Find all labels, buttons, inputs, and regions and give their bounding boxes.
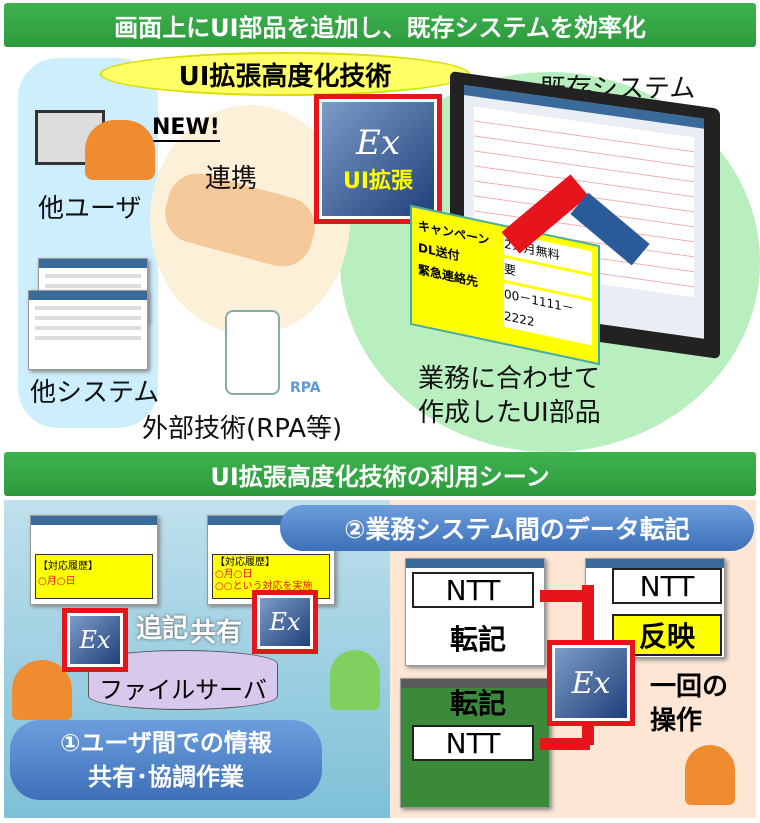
rpa-label: RPA xyxy=(290,380,321,396)
user-icon xyxy=(85,120,155,180)
tech-name: UI拡張高度化技術 xyxy=(178,61,392,92)
red-arrow-icon xyxy=(540,738,590,750)
ex-logo-transfer: Ex xyxy=(547,640,635,726)
scene2-title: ②業務システム間のデータ転記 xyxy=(280,505,754,551)
transfer-label: 転記 xyxy=(450,687,507,720)
ui-parts-caption-line: 作成したUI部品 xyxy=(418,398,601,428)
tech-name-ellipse: UI拡張高度化技術 xyxy=(100,52,470,96)
ex-logo-append: Ex xyxy=(62,608,128,672)
top-banner: 画面上にUI部品を追加し、既存システムを効率化 xyxy=(4,3,756,47)
scene-banner-text: UI拡張高度化技術の利用シーン xyxy=(210,462,550,491)
scene1-title-line: ①ユーザ間での情報 xyxy=(60,729,272,757)
red-arrow-icon xyxy=(540,590,585,602)
scene-banner: UI拡張高度化技術の利用シーン xyxy=(4,452,756,496)
ex-logo-text: Ex xyxy=(79,626,111,654)
top-banner-text: 画面上にUI部品を追加し、既存システムを効率化 xyxy=(114,13,646,42)
ntt-field-source: NTT xyxy=(612,568,722,604)
external-tech-label: 外部技術(RPA等) xyxy=(142,414,343,444)
ex-logo-text: Ex xyxy=(269,608,301,636)
user-icon xyxy=(330,650,380,710)
history-title: 【対応履歴】 xyxy=(38,561,98,572)
append-label: 追記 xyxy=(136,614,189,644)
transfer-label: 転記 xyxy=(450,623,507,656)
user-icon xyxy=(685,745,735,805)
ntt-field: NTT xyxy=(412,725,534,761)
scene2-title-text: ②業務システム間のデータ転記 xyxy=(344,515,690,544)
other-users-label: 他ユーザ xyxy=(38,194,142,224)
ex-logo-text: Ex xyxy=(356,123,400,163)
history-date: ○月○日 xyxy=(38,576,76,587)
scene1-title: ①ユーザ間での情報共有･協調作業 xyxy=(10,720,322,800)
ntt-field: NTT xyxy=(412,572,534,608)
history-date: ○月○日 xyxy=(215,569,253,580)
system-form-icon xyxy=(28,290,148,370)
shared-record-window: 【対応履歴】 ○月○日 xyxy=(30,515,158,605)
new-badge: NEW! xyxy=(152,115,220,142)
robot-icon xyxy=(225,310,280,395)
other-systems-label: 他システム xyxy=(30,378,160,408)
share-label: 共有 xyxy=(190,618,243,648)
ui-parts-caption-line: 業務に合わせて xyxy=(418,364,601,394)
scene1-title-line: 共有･協調作業 xyxy=(88,763,244,791)
file-server-label: ファイルサーバ xyxy=(99,676,267,704)
ex-logo-share: Ex xyxy=(252,590,318,654)
ui-parts-caption: 業務に合わせて作成したUI部品 xyxy=(418,362,601,430)
one-operation-label: 一回の操作 xyxy=(650,670,728,738)
link-label: 連携 xyxy=(205,164,258,194)
ex-caption: UI拡張 xyxy=(342,169,414,194)
ex-logo-text: Ex xyxy=(571,665,611,701)
history-title: 【対応履歴】 xyxy=(215,557,275,568)
one-operation-line: 操作 xyxy=(650,706,703,736)
history-text: ○○という対応を実施 xyxy=(215,581,313,592)
one-operation-line: 一回の xyxy=(650,672,729,702)
